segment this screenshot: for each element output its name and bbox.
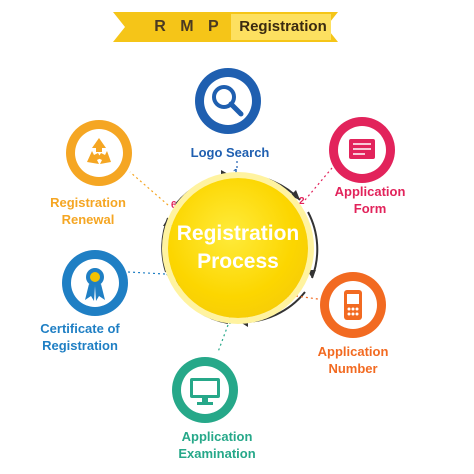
step-number-3: 3 [286,292,292,303]
monitor-icon [172,357,238,423]
arrow-head-5 [163,218,172,226]
phone-icon [320,272,386,338]
step-label-application-examination: Application Examination [162,428,272,462]
step-5-label-line2: Registration [42,338,118,353]
header-banner: R M P Registration [113,10,338,44]
step-3-label-line1: Application [317,344,389,359]
step-node-application-number [318,270,388,345]
step-number-6: 6 [171,200,177,211]
arrow-head-6 [221,170,230,180]
step-node-logo-search [193,66,263,141]
step-2-label-line1: Application [334,184,406,199]
award-ribbon-icon [62,250,128,316]
banner-title: Registration [239,18,327,35]
registration-process-hub: Registration Process [168,178,308,318]
step-node-application-form [327,115,397,190]
step-node-application-examination [170,355,240,430]
step-number-4: 4 [226,316,232,327]
step-6-label-line1: Registration [50,195,126,210]
step-node-registration-renewal [64,118,134,193]
hub-title-line1: Registration [176,222,300,245]
hub-title-line2: Process [197,250,279,273]
step-5-label-line1: Certificate of [40,321,120,336]
connector-2 [304,167,333,201]
step-4-label-line2: Examination [178,446,256,461]
step-2-label-line2: Form [353,201,387,216]
connector-5 [127,271,166,275]
cycle-arc-4 [174,287,229,324]
step-6-label-line2: Renewal [61,212,115,227]
step-number-2: 2 [299,196,305,207]
step-node-certificate-of-registration [60,248,130,323]
step-label-registration-renewal: Registration Renewal [38,194,138,228]
magnifier-icon [195,68,261,134]
recycle-icon [66,120,132,186]
arrow-head-2 [307,270,316,278]
step-number-1: 1 [233,168,239,179]
step-label-logo-search: Logo Search [180,144,280,161]
connector-6 [129,171,169,206]
connector-4 [217,324,229,353]
cycle-arc-2 [307,211,319,279]
arrow-head-1 [290,190,300,200]
step-label-application-form: Application Form [325,183,415,217]
step-4-label-line1: Application [181,429,253,444]
arrow-head-3 [240,317,248,327]
form-icon [329,117,395,183]
step-3-label-line2: Number [328,361,378,376]
banner-shape [113,12,338,42]
step-label-application-number: Application Number [308,343,398,377]
banner-rmp: R M P [154,18,224,35]
step-label-certificate-of-registration: Certificate of Registration [25,320,135,354]
step-1-label-line1: Logo Search [190,145,270,160]
step-number-5: 5 [166,268,172,279]
